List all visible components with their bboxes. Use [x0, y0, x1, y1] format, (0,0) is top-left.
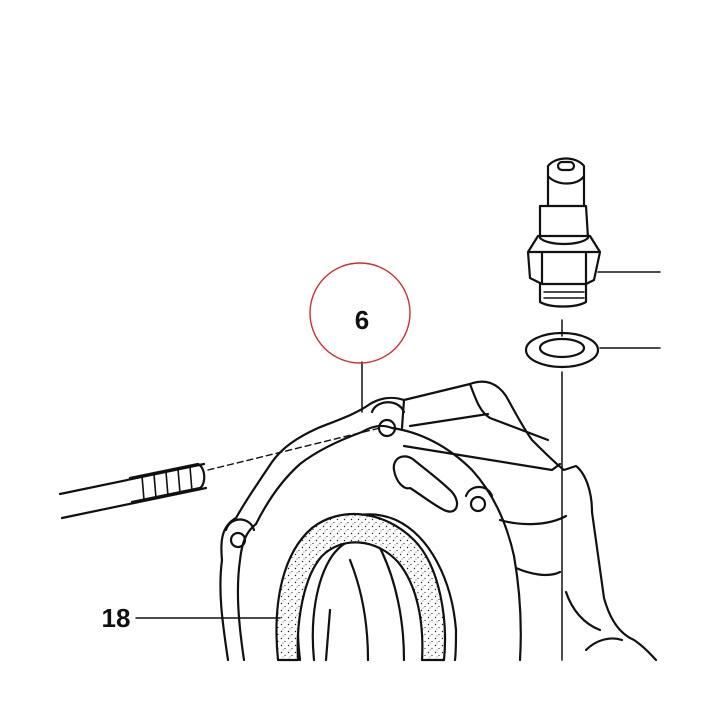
bolt-shaft [58, 462, 208, 520]
leader-lines [135, 271, 661, 661]
bolt-alignment-line [207, 427, 381, 471]
washer-inner [538, 337, 586, 359]
bolt-ear-left [224, 518, 256, 532]
sensor-connector [546, 157, 586, 208]
bolt-thread-marks [141, 466, 193, 501]
sensor-switch [526, 157, 602, 308]
housing-right-body [498, 514, 624, 652]
seal-ring-band [275, 512, 447, 662]
sensor-thread [538, 282, 588, 308]
housing-window [392, 455, 459, 513]
callout-highlight-circle [309, 262, 411, 364]
callout-label-seal[interactable]: 18 [102, 603, 131, 633]
bolt-ear-top [370, 401, 406, 414]
housing-outer-outline [219, 380, 658, 662]
sensor-pin-slot [556, 160, 576, 172]
long-bolt [58, 427, 381, 520]
bolt-thread-outline [128, 462, 206, 504]
sensor-hex-nut [526, 234, 602, 286]
sensor-body [538, 204, 590, 246]
bolt-hole-left [229, 531, 247, 549]
housing-bore-depth-lines [324, 546, 406, 662]
sensor-thread-marks [543, 291, 585, 299]
seal-ring [275, 512, 447, 662]
callout-label-bolt[interactable]: 6 [355, 305, 369, 335]
bolt-hole-right [469, 495, 487, 513]
sealing-washer [524, 331, 600, 369]
bolt-ear-right [464, 485, 494, 498]
housing-top-ridge [400, 382, 562, 472]
housing-inner-flange [236, 424, 522, 662]
housing-cover [219, 380, 658, 662]
